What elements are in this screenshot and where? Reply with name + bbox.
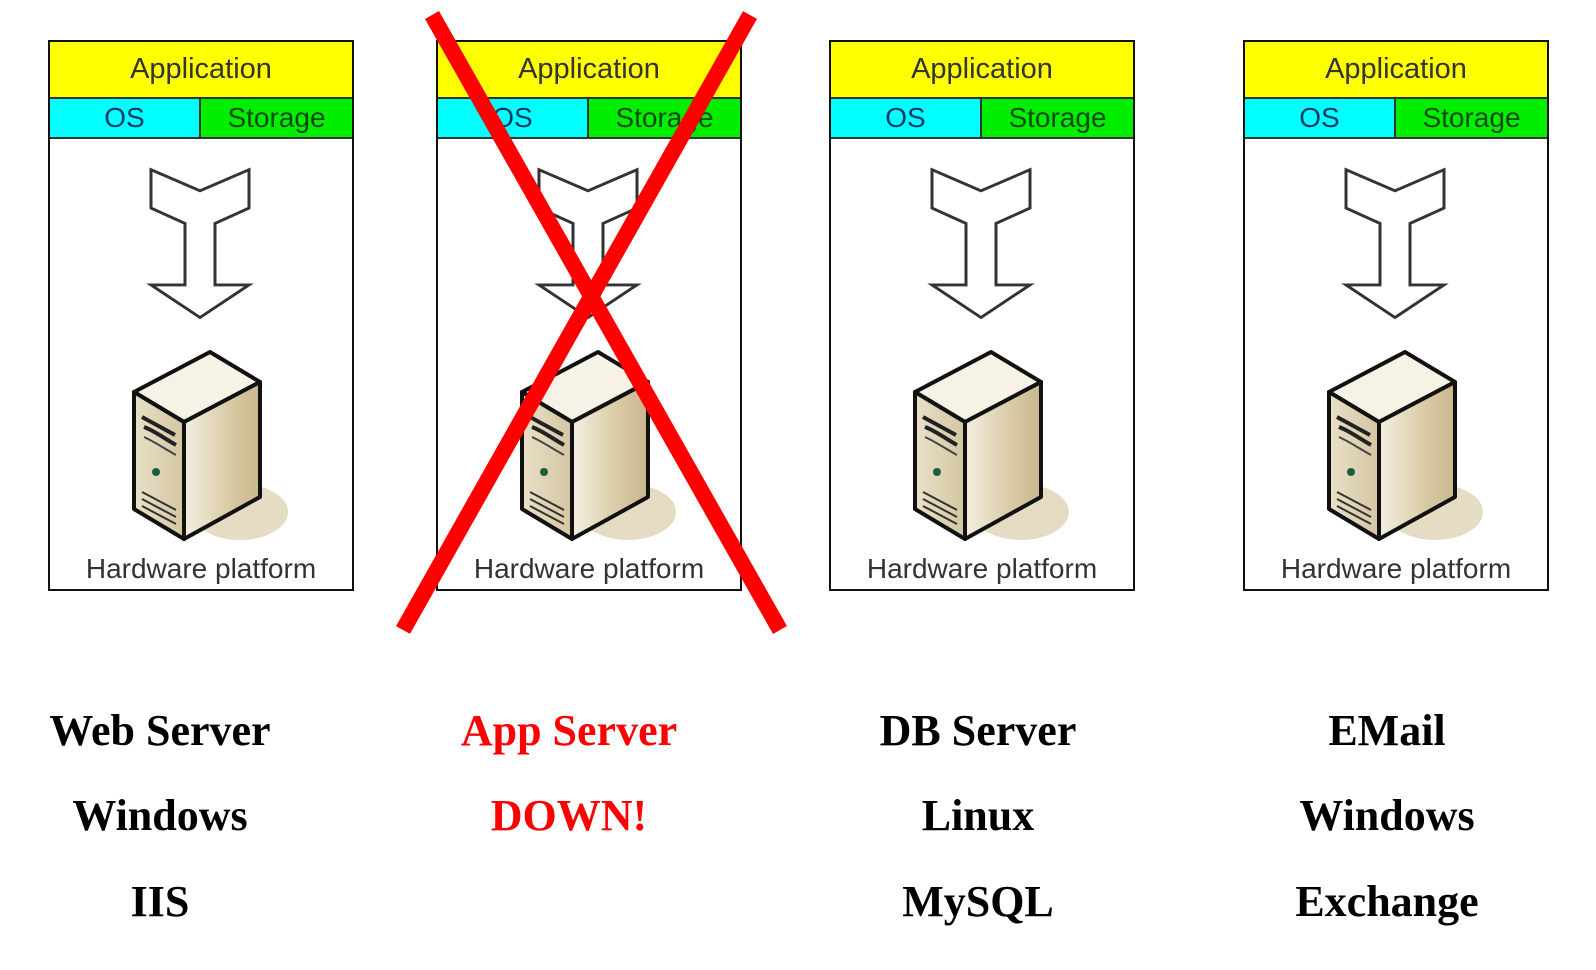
down-arrow-icon [533, 162, 643, 322]
application-layer: Application [831, 42, 1133, 99]
caption-role: Web Server [49, 706, 271, 755]
caption-status: DOWN! [490, 791, 648, 840]
storage-layer: Storage [1396, 99, 1547, 137]
caption-os: Linux [921, 791, 1035, 840]
caption-role: DB Server [879, 706, 1077, 755]
hardware-platform-label: Hardware platform [473, 553, 705, 584]
application-layer: Application [1245, 42, 1547, 99]
down-arrow-icon [926, 162, 1036, 322]
storage-layer: Storage [589, 99, 740, 137]
hardware-platform-label: Hardware platform [866, 553, 1098, 584]
server-tower-icon [120, 347, 290, 547]
os-storage-row: OS Storage [438, 99, 740, 139]
application-layer: Application [438, 42, 740, 99]
os-layer: OS [50, 99, 201, 137]
caption-role: EMail [1328, 706, 1446, 755]
hardware-platform-label: Hardware platform [85, 553, 317, 584]
server-tower-icon [901, 347, 1071, 547]
stack-panel-app: Application OS Storage Hardware platform [436, 40, 742, 591]
application-layer: Application [50, 42, 352, 99]
caption-software: IIS [130, 877, 190, 926]
os-storage-row: OS Storage [50, 99, 352, 139]
os-storage-row: OS Storage [831, 99, 1133, 139]
down-arrow-icon [1340, 162, 1450, 322]
stack-panel-email: Application OS Storage Hardware platform [1243, 40, 1549, 591]
caption-os: Windows [72, 791, 248, 840]
server-tower-icon [1315, 347, 1485, 547]
server-tower-icon [508, 347, 678, 547]
storage-layer: Storage [201, 99, 352, 137]
down-arrow-icon [145, 162, 255, 322]
os-storage-row: OS Storage [1245, 99, 1547, 139]
os-layer: OS [1245, 99, 1396, 137]
caption-software: MySQL [902, 877, 1054, 926]
hardware-platform-label: Hardware platform [1280, 553, 1512, 584]
stack-panel-web: Application OS Storage Hardware platform [48, 40, 354, 591]
stack-panel-db: Application OS Storage Hardware platform [829, 40, 1135, 591]
caption-os: Windows [1299, 791, 1475, 840]
os-layer: OS [438, 99, 589, 137]
caption-role: App Server [460, 706, 678, 755]
storage-layer: Storage [982, 99, 1133, 137]
os-layer: OS [831, 99, 982, 137]
caption-software: Exchange [1295, 877, 1479, 926]
